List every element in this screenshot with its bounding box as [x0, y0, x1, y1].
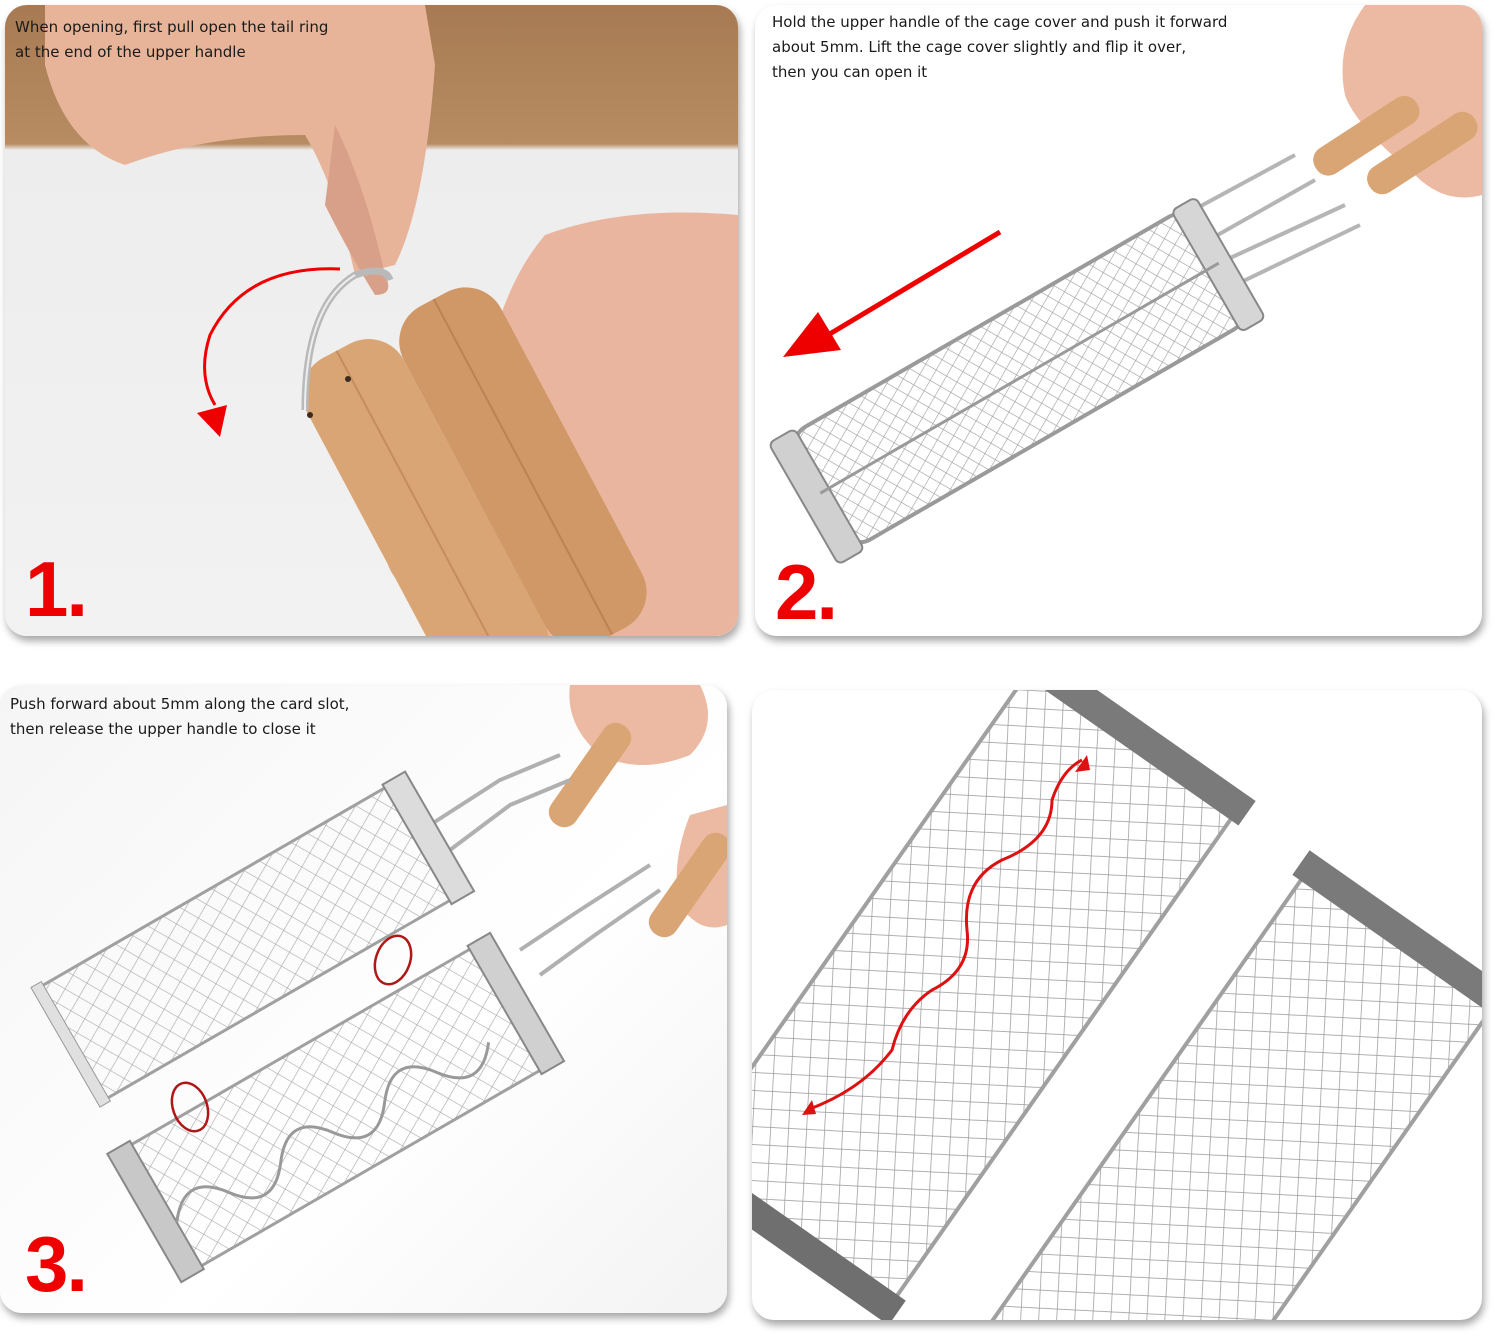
step-4-panel: [752, 690, 1482, 1320]
wavy-arrow-icon: [802, 755, 1090, 1115]
highlight-circle-icon: [170, 1081, 210, 1133]
step-1-number: 1.: [25, 545, 88, 633]
highlight-circle-icon: [373, 934, 413, 986]
step-4-illustration: [752, 690, 1482, 1320]
step-2-caption: Hold the upper handle of the cage cover …: [772, 13, 1228, 81]
step-3-number: 3.: [25, 1220, 88, 1308]
step-2-illustration: [769, 5, 1482, 564]
curved-arrow-icon: [197, 267, 341, 437]
step-2-number: 2.: [775, 548, 838, 636]
step-3-illustration: [30, 685, 727, 1284]
step-1-illustration: [45, 5, 738, 636]
step-3-caption: Push forward about 5mm along the card sl…: [10, 695, 350, 738]
step-1-caption: When opening, first pull open the tail r…: [15, 18, 329, 61]
step-3-panel: Push forward about 5mm along the card sl…: [0, 685, 727, 1313]
step-2-panel: Hold the upper handle of the cage cover …: [755, 5, 1482, 636]
straight-arrow-icon: [783, 229, 1002, 357]
step-1-panel: When opening, first pull open the tail r…: [5, 5, 738, 636]
